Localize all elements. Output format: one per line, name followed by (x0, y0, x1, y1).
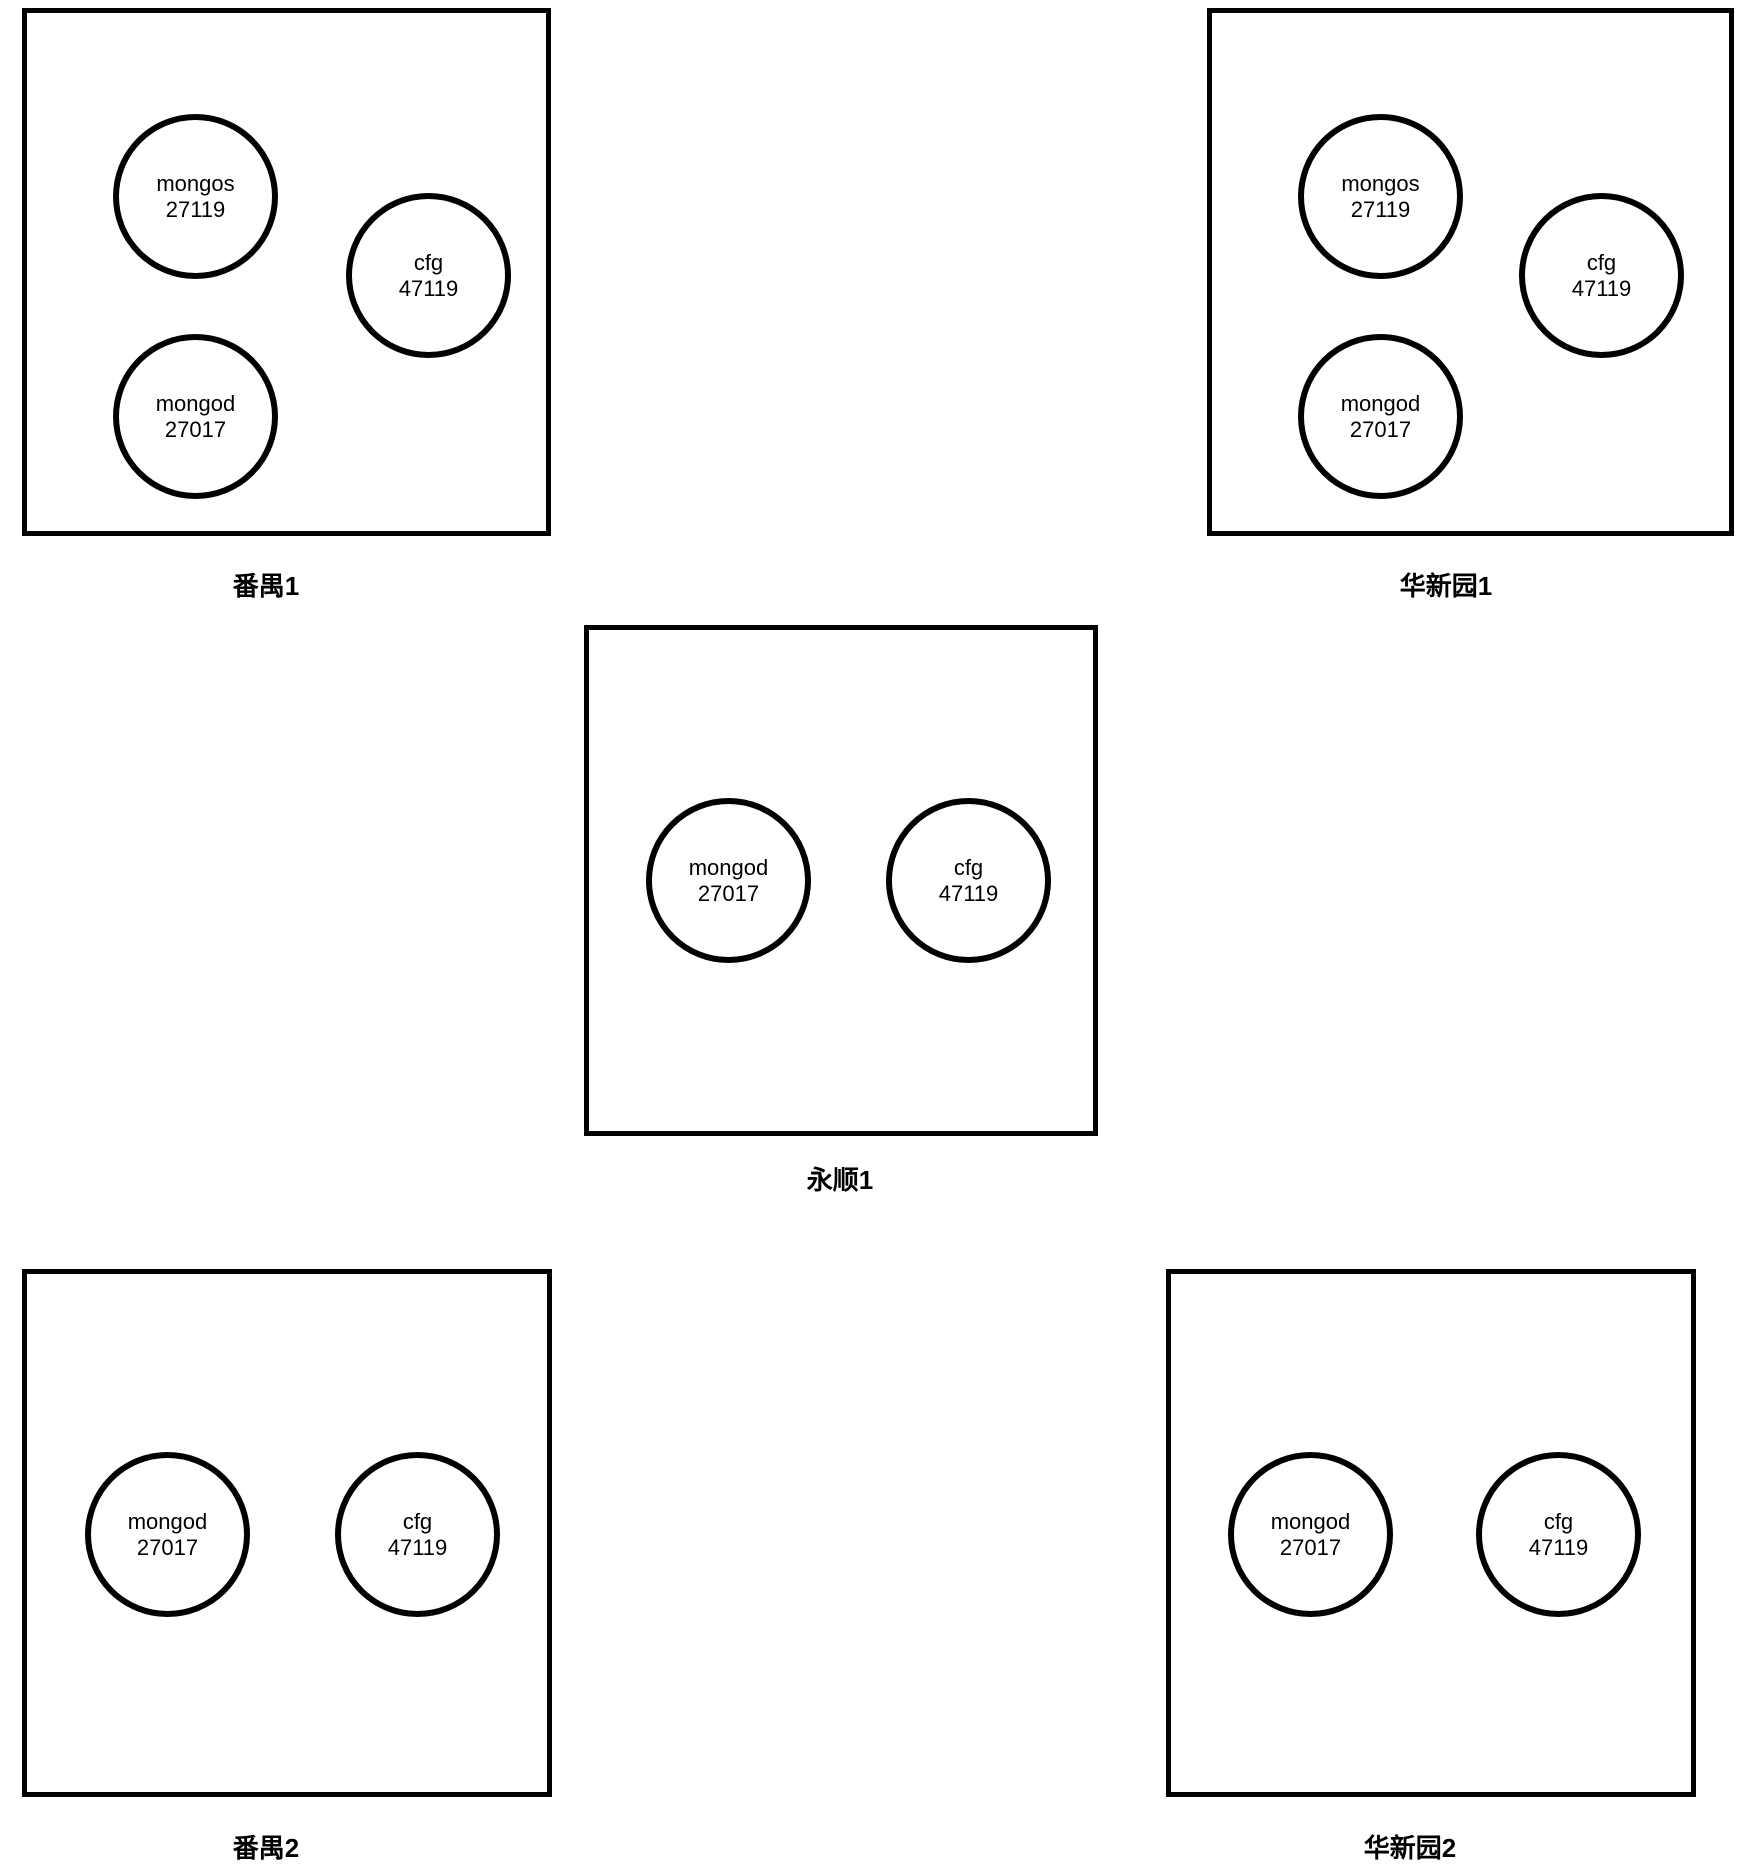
node-port: 47119 (938, 880, 999, 906)
node-port: 27017 (697, 880, 760, 906)
node-name: mongod (1340, 390, 1421, 416)
node-name: cfg (402, 1508, 433, 1534)
node-name: mongos (1341, 170, 1420, 196)
node-port: 47119 (1571, 275, 1632, 301)
mongod-node: mongod 27017 (1228, 1452, 1393, 1617)
node-port: 47119 (387, 1534, 448, 1560)
cfg-node: cfg 47119 (886, 798, 1051, 963)
site-box-panyu1: mongos 27119 cfg 47119 mongod 27017 (22, 8, 551, 536)
mongod-node: mongod 27017 (1298, 334, 1463, 499)
node-port: 47119 (1528, 1534, 1589, 1560)
node-name: mongos (156, 170, 235, 196)
cfg-node: cfg 47119 (346, 193, 511, 358)
site-box-huaxin2: mongod 27017 cfg 47119 (1166, 1269, 1696, 1797)
node-name: mongod (688, 854, 769, 880)
node-port: 27119 (1350, 196, 1411, 222)
cfg-node: cfg 47119 (1519, 193, 1684, 358)
cfg-node: cfg 47119 (1476, 1452, 1641, 1617)
node-port: 27017 (136, 1534, 199, 1560)
node-port: 27119 (165, 196, 226, 222)
node-name: cfg (1543, 1508, 1574, 1534)
cfg-node: cfg 47119 (335, 1452, 500, 1617)
site-box-huaxin1: mongos 27119 cfg 47119 mongod 27017 (1207, 8, 1734, 536)
site-label-yongshun1: 永顺1 (806, 1165, 874, 1195)
node-port: 27017 (164, 416, 227, 442)
site-box-panyu2: mongod 27017 cfg 47119 (22, 1269, 552, 1797)
node-name: mongod (127, 1508, 208, 1534)
mongos-node: mongos 27119 (1298, 114, 1463, 279)
node-port: 27017 (1349, 416, 1412, 442)
node-port: 27017 (1279, 1534, 1342, 1560)
node-name: cfg (413, 249, 444, 275)
node-name: mongod (155, 390, 236, 416)
site-label-huaxin1: 华新园1 (1399, 571, 1493, 601)
mongod-node: mongod 27017 (113, 334, 278, 499)
mongos-node: mongos 27119 (113, 114, 278, 279)
site-box-yongshun1: mongod 27017 cfg 47119 (584, 625, 1098, 1136)
node-name: cfg (953, 854, 984, 880)
mongod-node: mongod 27017 (85, 1452, 250, 1617)
node-port: 47119 (398, 275, 459, 301)
site-label-huaxin2: 华新园2 (1363, 1833, 1457, 1863)
site-label-panyu1: 番禺1 (232, 571, 300, 601)
node-name: mongod (1270, 1508, 1351, 1534)
mongod-node: mongod 27017 (646, 798, 811, 963)
node-name: cfg (1586, 249, 1617, 275)
site-label-panyu2: 番禺2 (232, 1833, 300, 1863)
